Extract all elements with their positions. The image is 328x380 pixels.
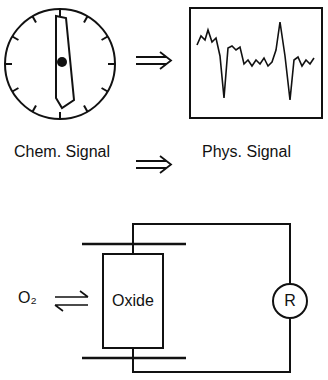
node-text: R — [284, 291, 296, 310]
resistor-symbol: R — [272, 283, 308, 319]
implies-arrow — [136, 52, 171, 173]
electrode-plate — [82, 244, 186, 358]
gauge-dial — [5, 9, 115, 119]
gauge-needle — [56, 16, 74, 108]
signal-label: Chem. Signal — [14, 140, 124, 163]
exchange-arrow — [55, 291, 88, 311]
signal-display — [190, 8, 322, 118]
signal-label: Phys. Signal — [202, 140, 304, 163]
molecule-label: O₂ — [18, 286, 58, 309]
node-text: Oxide — [112, 291, 154, 310]
oxide-box: Oxide — [102, 253, 164, 349]
